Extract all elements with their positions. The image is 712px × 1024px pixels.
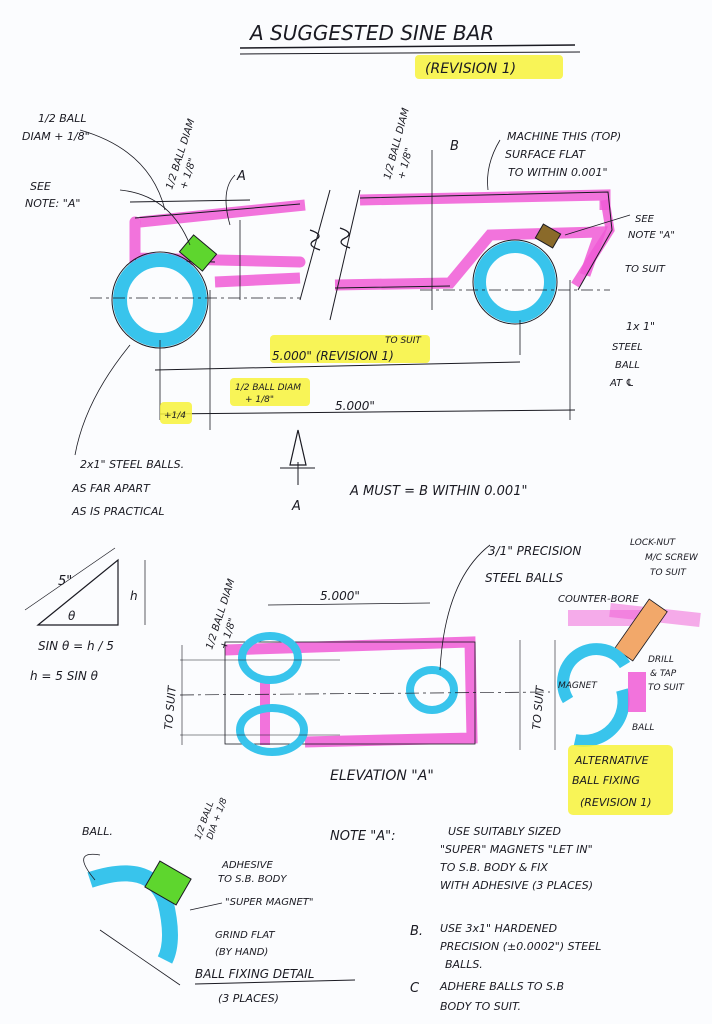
machine-note-2: SURFACE FLAT: [505, 148, 586, 161]
dim-half-ball-1: 1/2 BALL DIAM: [235, 383, 301, 393]
trig-triangle: 5" θ h SIN θ = h / 5 h = 5 SIN θ: [24, 547, 146, 683]
revision-tag: (REVISION 1): [425, 61, 516, 77]
note-a-line-3: TO S.B. BODY & FIX: [440, 861, 548, 874]
elev-to-suit-left: TO SUIT: [162, 684, 179, 730]
elev-dim-top: 5.000": [320, 589, 360, 603]
counter-bore: COUNTER-BORE: [558, 594, 639, 605]
steel-balls-note-2: AS FAR APART: [71, 482, 151, 495]
see-note-left-2: NOTE: "A": [25, 197, 80, 210]
see-note-left-1: SEE: [30, 180, 51, 193]
detail-ball: [87, 865, 178, 964]
note-a-heading: NOTE "A":: [330, 829, 395, 844]
alt-ball: [557, 643, 631, 704]
adhesive-1: ADHESIVE: [221, 860, 274, 871]
locknut-3: TO SUIT: [650, 568, 687, 578]
elevation-a-view: 1/2 BALL DIAM + 1/8" 5.000" TO SUIT TO S…: [162, 544, 581, 784]
alt-title-1: ALTERNATIVE: [574, 754, 649, 767]
dim-left-small: +1/4: [164, 411, 186, 421]
steel-ball-note-4: AT ℄: [609, 378, 634, 389]
machine-note-1: MACHINE THIS (TOP): [507, 130, 621, 143]
steel-ball-note-1: 1x 1": [626, 320, 655, 333]
note-b-line-1: USE 3x1" HARDENED: [440, 922, 557, 935]
see-note-right-2: NOTE "A": [628, 230, 675, 241]
elevation-title: ELEVATION "A": [330, 768, 434, 784]
alt-title-3: (REVISION 1): [580, 796, 652, 809]
trig-eq1: SIN θ = h / 5: [38, 639, 114, 653]
note-a-line-1: USE SUITABLY SIZED: [448, 825, 561, 838]
tolerance-note: A MUST = B WITHIN 0.001": [349, 484, 527, 499]
precision-balls-1: 3/1" PRECISION: [488, 544, 581, 558]
trig-angle: θ: [68, 609, 76, 623]
detail-ball-label: BALL.: [82, 825, 113, 838]
dim-half-ball-2: + 1/8": [245, 395, 274, 405]
machine-note-3: TO WITHIN 0.001": [508, 166, 608, 179]
notes-block: NOTE "A": USE SUITABLY SIZED "SUPER" MAG…: [330, 825, 601, 1013]
note-c-label: C: [410, 981, 420, 996]
alt-magnet: MAGNET: [558, 681, 598, 691]
dim-centres: 5.000" (REVISION 1): [272, 349, 394, 363]
elev-ball-bottom-left: [236, 704, 308, 756]
note-a-line-2: "SUPER" MAGNETS "LET IN": [440, 843, 593, 856]
super-magnet: [144, 860, 192, 906]
steel-balls-note-1: 2x1" STEEL BALLS.: [80, 458, 184, 471]
super-magnet-label: "SUPER MAGNET": [225, 897, 313, 908]
trig-hyp: 5": [58, 574, 72, 589]
detail-subtitle: (3 PLACES): [218, 992, 279, 1005]
trig-height: h: [130, 589, 138, 603]
right-steel-ball: [474, 241, 556, 323]
title-block: A SUGGESTED SINE BAR (REVISION 1): [239, 21, 581, 79]
dim-overall: 5.000": [335, 399, 375, 413]
grind-flat-2: (BY HAND): [215, 947, 268, 958]
marker-b: B: [450, 139, 459, 154]
alt-title-2: BALL FIXING: [572, 774, 640, 787]
precision-balls-2: STEEL BALLS: [485, 571, 563, 585]
detail-title: BALL FIXING DETAIL: [195, 967, 314, 981]
revision-highlight: [415, 55, 563, 79]
to-suit-right: TO SUIT: [625, 264, 666, 275]
note-a-line-4: WITH ADHESIVE (3 PLACES): [440, 879, 593, 892]
see-note-right-1: SEE: [635, 214, 655, 225]
drill-tap-2: & TAP: [650, 669, 677, 679]
sine-bar-top-view: 1/2 BALL DIAM + 1/8" 1/2 BALL DIAM + 1/8…: [22, 107, 675, 518]
magnet-right: [534, 223, 562, 249]
half-ball-left-2: DIAM + 1/8": [22, 130, 90, 143]
drill-tap-3: TO SUIT: [648, 683, 685, 693]
elev-ball-right: [406, 666, 458, 714]
steel-ball-note-3: BALL: [615, 360, 640, 371]
note-b-label: B.: [410, 924, 423, 939]
note-c-line-1: ADHERE BALLS TO S.B: [439, 980, 564, 993]
drill-tap-1: DRILL: [648, 655, 674, 665]
trig-eq2: h = 5 SIN θ: [30, 669, 99, 683]
ball-fixing-detail: BALL. 1/2 BALL DIA + 1/8 ADHESIVE TO S.B…: [82, 796, 356, 1005]
note-c-line-2: BODY TO SUIT.: [440, 1000, 521, 1013]
half-ball-left-1: 1/2 BALL: [38, 112, 87, 125]
marker-a: A: [236, 169, 246, 184]
small-dim-highlight: [160, 402, 192, 424]
magnet-left: [178, 234, 218, 272]
locknut-2: M/C SCREW: [645, 553, 699, 563]
locknut-1: LOCK-NUT: [630, 538, 677, 548]
note-b-line-2: PRECISION (±0.0002") STEEL: [440, 940, 601, 953]
steel-balls-note-3: AS IS PRACTICAL: [71, 505, 165, 518]
elev-to-suit-right: TO SUIT: [530, 684, 547, 730]
title: A SUGGESTED SINE BAR: [248, 21, 494, 45]
alternative-ball-fixing: LOCK-NUT M/C SCREW TO SUIT COUNTER-BORE …: [557, 538, 701, 815]
elev-ball-top-left: [238, 632, 302, 684]
adhesive-2: TO S.B. BODY: [218, 874, 287, 885]
steel-ball-note-2: STEEL: [612, 342, 643, 353]
centres-highlight: [270, 335, 430, 363]
note-b-line-3: BALLS.: [445, 958, 483, 971]
dim-to-suit: TO SUIT: [385, 336, 422, 346]
left-steel-ball: [113, 253, 207, 347]
alt-ball-label: BALL: [632, 723, 654, 733]
half-ball-highlight: [230, 378, 310, 406]
section-arrow-label: A: [291, 499, 301, 514]
grind-flat-1: GRIND FLAT: [215, 930, 275, 941]
alt-fixing-highlight: [568, 745, 673, 815]
